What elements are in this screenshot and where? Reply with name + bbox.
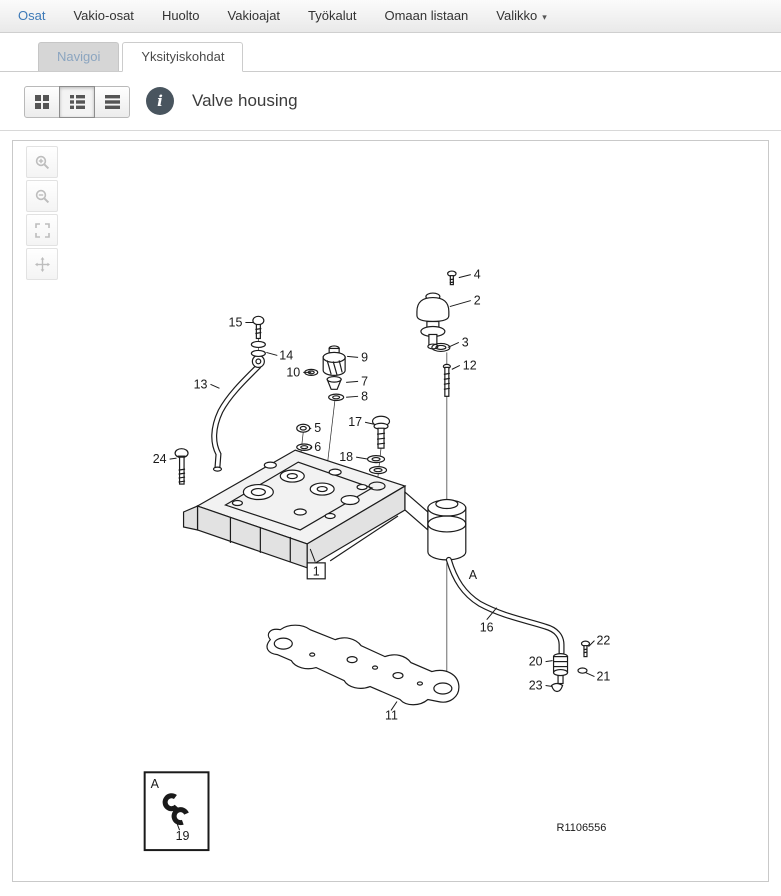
zoom-in-icon [35,155,49,169]
leader-line [585,672,595,678]
leader-line [451,364,461,370]
part-callout-24[interactable]: 24 [153,452,167,466]
part-callout-20[interactable]: 20 [529,655,543,669]
nav-item-huolto[interactable]: Huolto [161,8,200,23]
chevron-down-icon: ▾ [542,11,547,22]
page-title: Valve housing [192,91,298,110]
view-mode-group [24,86,130,118]
part-callout-13[interactable]: 13 [194,377,208,391]
rows-icon [104,95,120,109]
part-callout-18[interactable]: 18 [339,450,353,464]
leader-line [390,701,398,711]
leader-line [545,660,553,663]
leader-line [176,821,181,831]
toolbar: i Valve housing [0,72,781,131]
fit-screen-icon [34,222,50,238]
zoom-out-button[interactable] [26,180,58,212]
main-nav: Osat Vakio-osat Huolto Vakioajat Työkalu… [0,0,781,33]
nut-5-ring-6 [296,423,313,469]
detail-box-label: A [151,777,160,791]
part-callout-2[interactable]: 2 [474,294,481,308]
tab-navigoi[interactable]: Navigoi [38,42,120,71]
cap-assembly-2 [416,270,457,353]
pipe-connection-label: A [469,568,478,582]
nav-item-osat[interactable]: Osat [18,8,46,23]
pipe-13 [211,354,265,472]
exploded-parts-diagram[interactable]: 1 A A R1106556 4231215149107813561718241… [13,141,768,881]
leader-line [545,685,553,688]
part-callout-11[interactable]: 11 [385,708,398,722]
stud-12 [442,363,451,397]
part-callout-23[interactable]: 23 [529,679,543,693]
leader-line [210,383,220,389]
part-callout-19[interactable]: 19 [176,829,190,843]
pan-icon [34,256,50,272]
rows-view-button[interactable] [94,86,130,118]
leader-line [266,351,278,356]
assembly-label-box: 1 [306,548,326,580]
part-callout-5[interactable]: 5 [314,421,321,435]
nav-item-tyokalut[interactable]: Työkalut [308,8,357,23]
leader-line [447,342,460,348]
leader-line [309,446,312,449]
part-callout-17[interactable]: 17 [348,415,362,429]
part-callout-15[interactable]: 15 [229,315,243,329]
part-callout-16[interactable]: 16 [480,621,494,635]
tab-yksityiskohdat[interactable]: Yksityiskohdat [122,42,244,72]
leader-line [449,300,471,308]
bolt-15-washers-14 [250,315,266,358]
zoom-out-icon [35,189,49,203]
part-callout-10[interactable]: 10 [286,365,300,379]
tab-bar: Navigoi Yksityiskohdat [0,33,781,72]
detail-box-A: A [143,771,210,852]
valve-housing-body [182,449,407,569]
leader-line [588,640,595,647]
leader-line [169,457,177,460]
nav-item-vakioajat[interactable]: Vakioajat [227,8,281,23]
drawing-reference: R1106556 [557,822,607,834]
leader-line [346,395,359,398]
info-icon: i [157,92,163,110]
bolt-17-washers-18 [366,415,391,486]
part-callout-7[interactable]: 7 [361,374,368,388]
part-callout-22[interactable]: 22 [596,634,610,648]
part-callout-3[interactable]: 3 [462,335,469,349]
nav-item-valikko[interactable]: Valikko ▾ [482,0,560,33]
zoom-in-button[interactable] [26,146,58,178]
part-callout-12[interactable]: 12 [463,358,477,372]
list-icon [69,95,85,109]
leader-line [364,421,375,425]
fitting-cluster-20 [550,640,591,693]
grid-view-button[interactable] [24,86,60,118]
nav-item-vakio-osat[interactable]: Vakio-osat [73,8,134,23]
leader-line [308,427,312,430]
fit-screen-button[interactable] [26,214,58,246]
part-callout-9[interactable]: 9 [361,350,368,364]
bolt-24 [174,448,189,485]
cylinder-tower [368,481,467,561]
part-callout-6[interactable]: 6 [314,440,321,454]
leader-line [356,456,369,460]
leader-line [347,355,359,358]
leader-line [346,380,359,383]
pipe-16 [445,556,565,656]
leader-line [458,274,471,279]
nav-item-label: Valikko [496,7,538,23]
part-callout-14[interactable]: 14 [279,348,293,362]
grid-icon [35,95,49,109]
pan-button[interactable] [26,248,58,280]
part-callout-4[interactable]: 4 [474,268,481,282]
part-callout-21[interactable]: 21 [596,670,610,684]
list-view-button[interactable] [59,86,95,118]
nav-item-omaan-listaan[interactable]: Omaan listaan [384,8,469,23]
info-button[interactable]: i [146,87,174,115]
leader-line [486,607,498,621]
part-callout-8[interactable]: 8 [361,389,368,403]
assembly-label: 1 [313,564,320,578]
zoom-toolbar [26,146,58,282]
gasket-plate-11 [266,624,460,706]
